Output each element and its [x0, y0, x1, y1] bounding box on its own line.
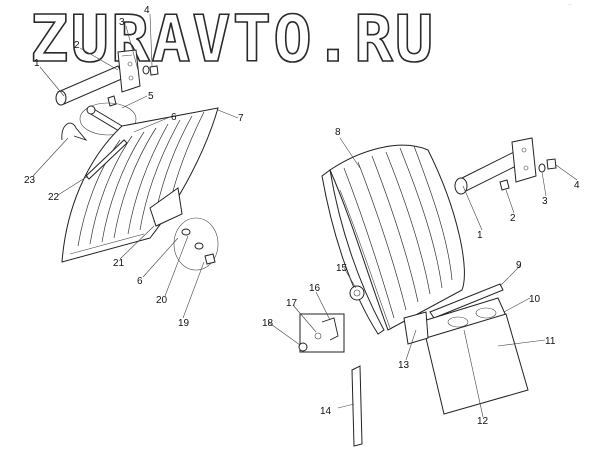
- left-hw-washer-b: [194, 242, 204, 250]
- right-rubber-flap: [425, 313, 529, 415]
- left-small-bolt: [107, 95, 117, 107]
- left-strip: [85, 139, 128, 180]
- hardware-detail-box: [299, 313, 345, 353]
- callout-9: 9: [516, 260, 522, 271]
- right-washer-15: [349, 285, 365, 301]
- callout-19: 19: [178, 318, 190, 329]
- right-small-bracket: [403, 311, 429, 345]
- right-nut: [546, 158, 557, 170]
- right-small-bolt: [499, 179, 510, 191]
- callout-11: 11: [545, 336, 556, 347]
- callout-20: 20: [156, 295, 168, 306]
- hardware-detail-nut: [314, 332, 322, 340]
- callout-5: 5: [148, 91, 154, 102]
- callout-21: 21: [113, 258, 125, 269]
- callout-12: 12: [477, 416, 489, 427]
- left-clamp-hook: [61, 122, 88, 141]
- callout-4-left: 4: [144, 5, 150, 16]
- left-bracket: [117, 49, 141, 93]
- callout-23: 23: [24, 175, 36, 186]
- left-hw-washer-a: [181, 228, 191, 236]
- left-mudguard: [61, 107, 219, 263]
- corner-mark: ··: [568, 2, 572, 8]
- hardware-detail-bar: [321, 317, 339, 341]
- callout-1-right: 1: [477, 230, 483, 241]
- callout-6-lower: 6: [137, 276, 143, 287]
- callout-10: 10: [529, 294, 541, 305]
- callout-14: 14: [320, 406, 332, 417]
- callout-22: 22: [48, 192, 60, 203]
- left-washer-nut: [142, 65, 159, 76]
- left-bolt-group-outline: [79, 102, 137, 136]
- callout-6-upper: 6: [171, 112, 177, 123]
- hardware-detail-washer: [298, 342, 308, 352]
- callout-3-right: 3: [542, 196, 548, 207]
- left-hardware-outline: [173, 217, 219, 271]
- left-hw-nut: [204, 253, 216, 265]
- right-mudguard: [329, 144, 465, 331]
- right-tube: [454, 149, 525, 195]
- callout-7: 7: [238, 113, 244, 124]
- callout-1-left: 1: [34, 58, 40, 69]
- right-bracket: [511, 137, 537, 183]
- left-tube: [55, 65, 125, 106]
- callout-3-left: 3: [119, 17, 125, 28]
- right-long-strip: [351, 365, 363, 447]
- callout-8: 8: [335, 127, 341, 138]
- left-small-bracket: [149, 187, 183, 227]
- callout-13: 13: [398, 360, 410, 371]
- callout-17: 17: [286, 298, 298, 309]
- callout-2-left: 2: [74, 40, 80, 51]
- leader-lines: [32, 13, 578, 418]
- callout-labels: 1 2 3 4 5 6 7 23 22 21 6 20 19 8 1 2 3 4…: [24, 5, 580, 427]
- watermark-text: ZURAVTO.RU: [29, 2, 436, 78]
- left-bolt-head: [86, 105, 96, 115]
- right-washer: [538, 163, 546, 173]
- callout-2-right: 2: [510, 213, 516, 224]
- callout-18: 18: [262, 318, 274, 329]
- right-fold-strip: [321, 169, 385, 335]
- right-upper-strip: [429, 283, 504, 319]
- callout-15: 15: [336, 263, 348, 274]
- callout-16: 16: [309, 283, 321, 294]
- callout-4-right: 4: [574, 180, 580, 191]
